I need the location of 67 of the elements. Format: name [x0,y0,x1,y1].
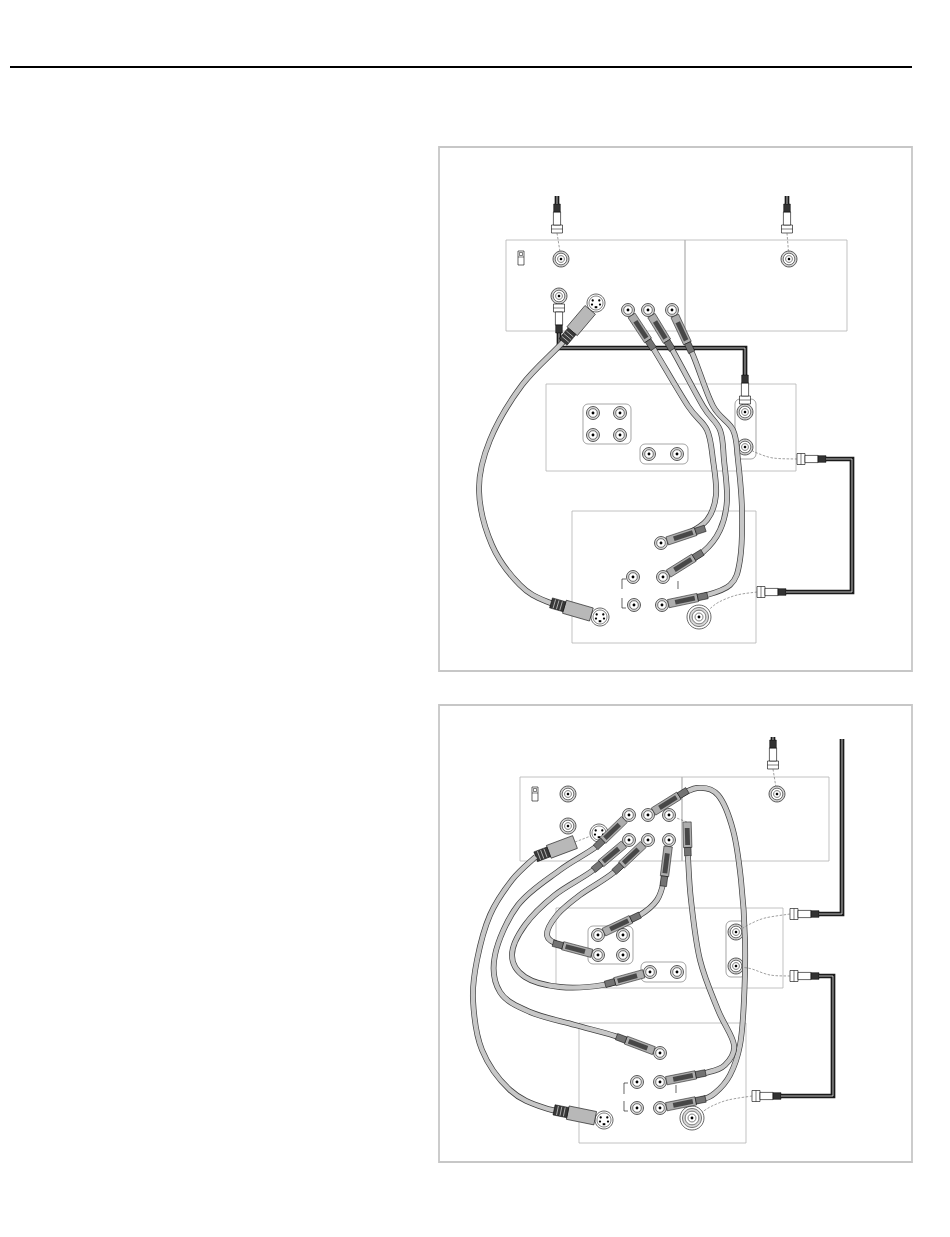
rca-jack [655,598,669,612]
rca-jack [627,598,641,612]
device-panel [519,776,683,862]
coax-cable [818,738,845,917]
coax-cable [770,736,776,741]
rca-jack [586,428,600,442]
coax-cable [784,195,790,205]
rca-jack [621,303,635,317]
coax-plug [751,1090,782,1102]
rca-jack [662,833,676,847]
coax-jack [559,817,577,835]
device-panel [681,776,830,862]
rca-jack [586,406,600,420]
device-panel [571,510,757,644]
device-panel [545,383,797,472]
device-panel [684,239,848,332]
coax-jack [780,250,798,268]
coax-jack [552,250,570,268]
coax-plug [796,453,827,465]
coax-plug [551,203,563,234]
coax-plug [789,908,820,920]
rca-jack [613,428,627,442]
dashed-line [751,450,798,460]
s-video-jack [594,1110,614,1130]
dashed-line [786,232,789,252]
rca-jack [670,447,684,461]
dashed-line [702,1095,753,1113]
rca-jack [641,303,655,317]
coax-jack [559,785,577,803]
device-panel [578,1022,747,1144]
rca-plug [682,821,693,857]
dashed-line [674,817,688,823]
rca-jack [613,406,627,420]
coax-plug [781,203,793,234]
rca-jack [616,948,630,962]
s-video-plug [533,835,578,862]
s-video-jack [590,607,610,627]
coax-jack [736,438,754,456]
coax-plug [756,586,787,598]
dashed-line [556,232,561,252]
dashed-line [742,913,791,929]
coax-jack [768,785,786,803]
rca-jack [630,1075,644,1089]
dashed-line [743,967,791,977]
device-panel [555,907,784,989]
coax-cable [554,195,560,205]
rca-jack [642,447,656,461]
rca-jack [653,1075,667,1089]
coax-jack [679,1105,705,1131]
dashed-line [574,835,591,843]
rca-jack [670,965,684,979]
rca-jack [653,1101,667,1115]
coax-jack [686,604,712,630]
rca-jack [626,570,640,584]
coax-cable [785,456,855,595]
s-video-jack [586,293,606,313]
device-panel [505,239,686,332]
rca-jack [654,536,668,550]
coax-jack [727,957,745,975]
dashed-line [772,768,777,787]
coax-cable [780,973,836,1099]
dashed-line [708,591,758,611]
coax-plug [767,739,779,770]
rca-jack [665,303,679,317]
rca-jack [630,1101,644,1115]
coax-jack [727,923,745,941]
coax-plug [789,970,820,982]
